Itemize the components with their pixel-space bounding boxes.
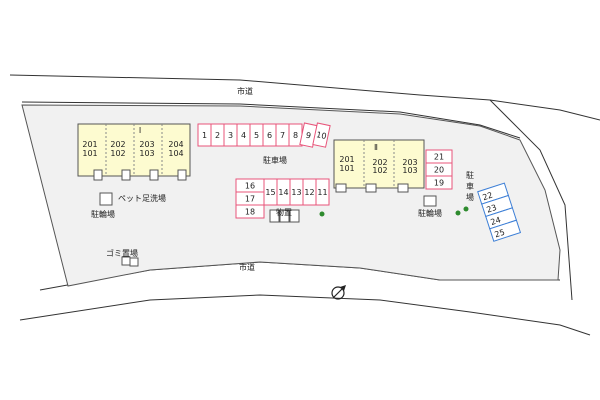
parking-slot-14: 14 xyxy=(276,178,291,206)
parking-slot-number: 9 xyxy=(305,131,312,141)
parking-slot-1: 1 xyxy=(197,123,212,147)
pet-wash-label: ペット足洗場 xyxy=(118,193,166,203)
room-b1-104: 104 xyxy=(168,149,183,158)
tree-dot xyxy=(463,206,469,212)
parking-slot-number: 10 xyxy=(315,130,327,141)
parking-slot-number: 20 xyxy=(434,166,444,175)
pet-wash-box xyxy=(99,192,113,206)
bike-parking-right-label: 駐輪場 xyxy=(418,208,442,218)
parking-slot-number: 11 xyxy=(317,188,327,197)
parking-slot-21: 21 xyxy=(425,149,453,164)
room-b1-201: 201 xyxy=(82,140,97,149)
parking-slot-number: 8 xyxy=(293,131,298,140)
building-1 xyxy=(77,123,191,181)
parking-slot-number: 21 xyxy=(434,153,444,162)
parking-slot-number: 19 xyxy=(434,179,444,188)
parking-slot-number: 7 xyxy=(280,131,285,140)
parking-slot-number: 6 xyxy=(267,131,272,140)
room-b2-103: 103 xyxy=(402,166,417,175)
parking-slot-3: 3 xyxy=(223,123,238,147)
parking-slot-12: 12 xyxy=(302,178,317,206)
parking-slot-2: 2 xyxy=(210,123,225,147)
storage-label: 物置 xyxy=(276,207,292,217)
compass-icon xyxy=(331,285,346,300)
parking-slot-10: 10 xyxy=(312,122,331,148)
road-top-edge-2 xyxy=(21,101,521,139)
parking-slot-number: 23 xyxy=(485,203,497,215)
tree-dot xyxy=(455,210,461,216)
parking-slot-number: 18 xyxy=(245,208,255,217)
road-bottom-edge-2 xyxy=(19,294,591,336)
storage-units xyxy=(269,209,300,223)
parking-slot-15: 15 xyxy=(263,178,278,206)
room-b2-203: 203 xyxy=(402,158,417,167)
parking-slot-number: 5 xyxy=(254,131,259,140)
parking-slot-number: 12 xyxy=(304,188,314,197)
room-b2-202: 202 xyxy=(372,158,387,167)
parking-slot-18: 18 xyxy=(235,204,265,219)
parking-slot-number: 15 xyxy=(265,188,275,197)
room-b2-102: 102 xyxy=(372,166,387,175)
tree-dot xyxy=(319,211,325,217)
parking-slot-number: 13 xyxy=(291,188,301,197)
garbage-label: ゴミ置場 xyxy=(106,248,138,258)
parking-slot-number: 2 xyxy=(215,131,220,140)
building-2-label: Ⅱ xyxy=(374,143,378,152)
room-b1-103: 103 xyxy=(139,149,154,158)
parking-slot-number: 4 xyxy=(241,131,246,140)
parking-slot-number: 3 xyxy=(228,131,233,140)
parking-slot-number: 22 xyxy=(481,191,493,203)
parking-slot-20: 20 xyxy=(425,162,453,177)
room-b1-102: 102 xyxy=(110,149,125,158)
room-b1-204: 204 xyxy=(168,140,183,149)
parking-slot-number: 24 xyxy=(489,215,501,227)
room-b1-202: 202 xyxy=(110,140,125,149)
parking-slot-number: 17 xyxy=(245,195,255,204)
parking-slot-25: 25 xyxy=(489,219,522,242)
parking-slot-4: 4 xyxy=(236,123,251,147)
parking-slot-number: 1 xyxy=(202,131,207,140)
building-1-label: Ⅰ xyxy=(139,126,141,135)
road-right-edge xyxy=(489,99,573,301)
parking-label: 駐車場 xyxy=(263,155,287,165)
room-b2-101: 101 xyxy=(339,164,354,173)
room-b2-201: 201 xyxy=(339,155,354,164)
parking-slot-19: 19 xyxy=(425,175,453,190)
road-label-top: 市道 xyxy=(237,86,253,96)
parking-slot-number: 14 xyxy=(278,188,288,197)
room-b1-101: 101 xyxy=(82,149,97,158)
parking-slot-17: 17 xyxy=(235,191,265,206)
parking-slot-5: 5 xyxy=(249,123,264,147)
building-2 xyxy=(333,139,425,193)
parking-slot-16: 16 xyxy=(235,178,265,193)
parking-slot-6: 6 xyxy=(262,123,277,147)
parking-label-vertical: 駐車場 xyxy=(466,170,474,202)
parking-slot-13: 13 xyxy=(289,178,304,206)
garbage-box xyxy=(121,256,139,267)
room-b1-203: 203 xyxy=(139,140,154,149)
parking-slot-number: 25 xyxy=(493,228,505,240)
road-label-bottom: 市道 xyxy=(239,262,255,272)
parking-slot-number: 16 xyxy=(245,182,255,191)
parking-slot-11: 11 xyxy=(315,178,330,206)
road-top-edge-1 xyxy=(9,74,600,121)
bike-parking-right-box xyxy=(423,195,437,207)
parking-slot-7: 7 xyxy=(275,123,290,147)
bike-parking-left-label: 駐輪場 xyxy=(91,209,115,219)
